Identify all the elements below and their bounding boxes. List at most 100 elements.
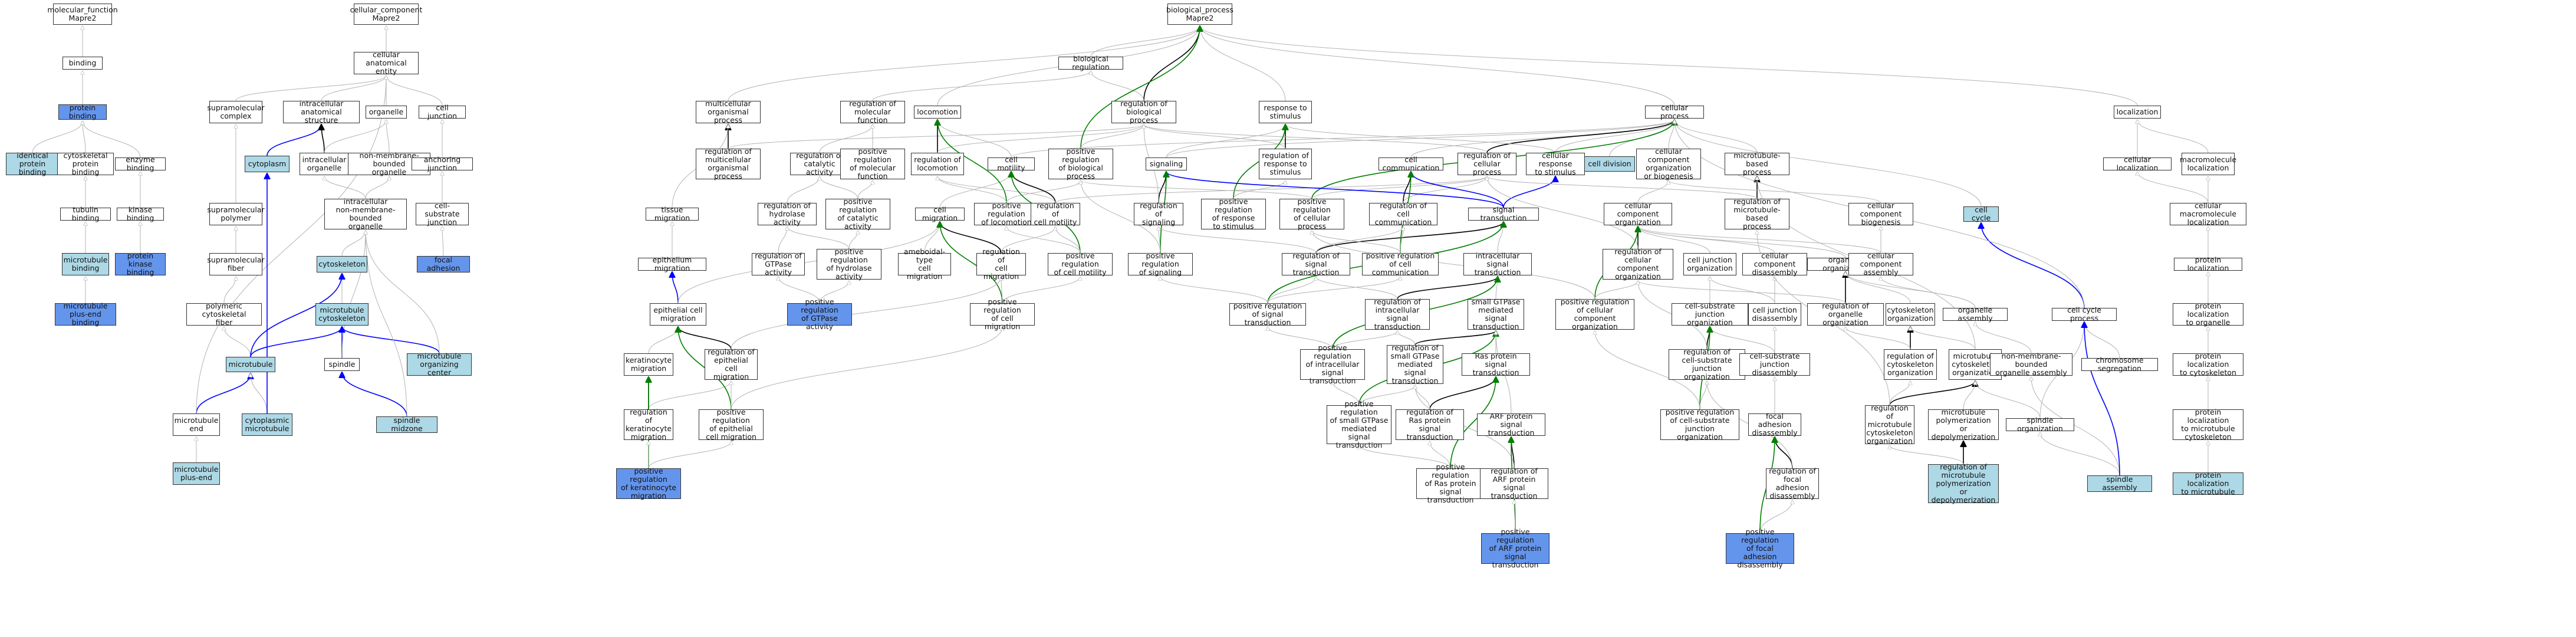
node-microtubule-cytoskeleton: microtubule cytoskeleton (315, 303, 369, 326)
edge-signal_transduction-to-cellular_response_to_stimulus (1503, 176, 1555, 208)
edge-microtubule_end-to-cellular_anatomical_entity (196, 75, 386, 414)
node-cell-substrate-junction: cell-substrate junction (416, 202, 469, 226)
edge-pos_reg_biological_process-to-bp (1080, 26, 1200, 149)
edge-regulation_of_signal_transduction-to-signal_transduction (1315, 222, 1504, 254)
edge-enzyme_binding-to-protein_binding (83, 121, 141, 158)
node-supramolecular-complex: supramolecular complex (207, 101, 265, 123)
edge-cell_cycle-to-cellular_process (1674, 120, 1982, 207)
edge-pos_reg_hydrolase_activity-to-regulation_of_hydrolase_activity (787, 226, 850, 249)
edge-spindle_assembly-to-spindle_organization (2040, 432, 2120, 476)
node-pos-reg-cell-motility: positive regulation of cell motility (1048, 252, 1113, 277)
edge-pos_reg_hydrolase_activity-to-pos_reg_catalytic_activity (848, 231, 858, 249)
edge-epithelial_cell_migration-to-epithelium_migration (672, 272, 679, 304)
edge-spindle_assembly-to-nmb_organelle_assembly (2031, 377, 2120, 476)
node-cellular-macromolecule-localization: cellular macromolecule localization (2170, 202, 2246, 226)
edge-reg_intracellular_signal_transduction-to-intracellular_signal_transduction (1397, 277, 1498, 300)
edge-regulation_of_locomotion-to-regulation_of_biological_process (937, 124, 1144, 153)
edge-microtubule-to-cytoskeleton (250, 274, 342, 357)
edge-intracellular_organelle-to-intracellular_anatomical_structure (321, 124, 325, 153)
node-pos-reg-signal-transduction: positive regulation of signal transducti… (1229, 302, 1306, 327)
node-pos-reg-biological-process: positive regulation of biological proces… (1048, 147, 1113, 180)
edge-cellular_component_assembly-to-cellular_component_organization (1638, 226, 1881, 254)
edge-pos_reg_response_to_stimulus-to-regulation_of_response_to_stimulus (1233, 180, 1285, 199)
node-focal-adhesion: focal adhesion (417, 256, 470, 272)
edge-regulation_of_biological_process-to-biological_regulation (1091, 71, 1144, 101)
node-spindle-organization: spindle organization (2006, 416, 2074, 433)
node-regulation-of-cell-motility: regulation of cell motility (1031, 202, 1080, 226)
edge-spindle_midzone-to-intracellular_nmb_organelle (366, 231, 407, 417)
edge-pos_reg_intracellular_signal_transduction-to-reg_intracellular_signal_transduction (1332, 331, 1397, 350)
node-intracellular-anatomical-structure: intracellular anatomical structure (283, 100, 360, 124)
node-small-gtpase-mediated-signal-transduction: small GTPase mediated signal transductio… (1468, 298, 1524, 331)
node-microtubule-end: microtubule end (173, 413, 220, 436)
node-signaling: signaling (1146, 157, 1187, 170)
node-regulation-of-biological-process: regulation of biological process (1111, 100, 1176, 124)
node-cell-motility: cell motility (988, 156, 1035, 172)
edge-pos_reg_biological_process-to-regulation_of_biological_process (1080, 124, 1144, 149)
edge-pos_reg_cellular_process-to-regulation_of_cellular_process (1311, 176, 1487, 199)
node-organelle: organelle (366, 106, 407, 119)
node-cytoskeleton-organization: cytoskeleton organization (1886, 303, 1935, 326)
node-reg-arf-protein-signal-transduction: regulation of ARF protein signal transdu… (1480, 467, 1548, 500)
edge-regulation_of_signal_transduction-to-regulation_of_cell_communication (1315, 226, 1403, 254)
node-tubulin-binding: tubulin binding (60, 206, 111, 222)
node-cell-communication: cell communication (1379, 156, 1443, 172)
node-pos-reg-gtpase-activity: positive regulation of GTPase activity (787, 298, 852, 331)
node-pos-reg-cell-migration: positive regulation of cell migration (970, 298, 1035, 331)
node-protein-localization-to-microtubule: protein localization to microtubule (2173, 471, 2243, 496)
node-pos-reg-cell-substrate-junction-organization: positive regulation of cell-substrate ju… (1660, 408, 1739, 441)
node-chromosome-segregation: chromosome segregation (2081, 356, 2158, 373)
edge-reg_microtubule_polymerization_or_depolymerization-to-reg_microtubule_cytoskeleton_organization (1890, 445, 1964, 465)
edge-spindle_organization-to-microtubule_cytoskeleton_organization (1975, 381, 2041, 419)
edge-intracellular_nmb_organelle-to-non_membrane_bounded_organelle (365, 176, 389, 199)
edge-cell_junction_disassembly-to-cell_junction_organization (1710, 277, 1775, 304)
edge-cellular_response_to_stimulus-to-response_to_stimulus (1285, 124, 1556, 153)
edge-microtubule-to-polymeric_cytoskeletal_fiber (224, 327, 251, 357)
edge-cell_cycle_process-to-cell_cycle (1981, 223, 2085, 308)
node-keratinocyte-migration: keratinocyte migration (624, 353, 673, 376)
edge-regulation_of_cell_communication-to-regulation_of_cellular_process (1403, 176, 1487, 203)
edge-chromosome_segregation-to-cell_cycle_process (2084, 322, 2120, 359)
edge-intracellular_nmb_organelle-to-intracellular_organelle (324, 176, 366, 199)
edge-pos_reg_ras_protein_signal_transduction-to-ras_protein_signal_transduction (1450, 377, 1496, 469)
edge-cell_junction-to-cellular_anatomical_entity (386, 75, 443, 106)
edge-cytoskeleton-to-intracellular_nmb_organelle (341, 231, 366, 257)
node-cytoplasmic-microtubule: cytoplasmic microtubule (242, 413, 292, 436)
node-pos-reg-small-gtpase-mediated-signal-transduction: positive regulation of small GTPase medi… (1327, 400, 1391, 449)
edge-pos_reg_focal_adhesion_disassembly-to-reg_focal_adhesion_disassembly (1759, 500, 1792, 534)
node-enzyme-binding: enzyme binding (115, 156, 166, 172)
edge-microtubule_end-to-microtubule (196, 373, 251, 414)
node-epithelium-migration: epithelium migration (638, 256, 706, 272)
edge-reg_intracellular_signal_transduction-to-regulation_of_signal_transduction (1316, 277, 1398, 300)
edge-cytoplasmic_microtubule-to-microtubule (251, 373, 268, 414)
node-pos-reg-locomotion: positive regulation of locomotion (974, 202, 1039, 226)
node-kinase-binding: kinase binding (117, 206, 164, 222)
edge-multicellular_organismal_process-to-bp (728, 26, 1200, 101)
edge-pos_reg_ras_protein_signal_transduction-to-reg_ras_protein_signal_transduction (1430, 441, 1451, 469)
node-cellular-component-organization: cellular component organization (1604, 202, 1672, 226)
edge-signaling-to-response_to_stimulus (1166, 124, 1285, 158)
edge-cellular_response_to_stimulus-to-cellular_process (1555, 120, 1674, 153)
node-supramolecular-polymer: supramolecular polymer (207, 203, 265, 225)
node-regulation-of-signaling: regulation of signaling (1134, 202, 1183, 226)
node-cell-cycle: cell cycle (1963, 206, 1999, 222)
edge-pos_reg_cellular_process-to-pos_reg_biological_process (1081, 180, 1312, 199)
edge-regulation_of_cell_motility-to-regulation_of_cellular_process (1055, 176, 1487, 203)
node-regulation-of-catalytic-activity: regulation of catalytic activity (790, 152, 849, 176)
edge-pos_reg_signal_transduction-to-regulation_of_signal_transduction (1267, 277, 1316, 304)
edge-polymeric_cytoskeletal_fiber-to-supramolecular_fiber (223, 277, 236, 304)
node-protein-kinase-binding: protein kinase binding (115, 252, 166, 277)
node-biological-regulation: biological regulation (1058, 55, 1123, 71)
node-protein-localization-to-microtubule-cytoskeleton: protein localization to microtubule cyto… (2173, 408, 2243, 441)
edge-regulation_of_cell_migration-to-regulation_of_cell_motility (1001, 226, 1055, 254)
node-regulation-of-gtpase-activity: regulation of GTPase activity (752, 252, 805, 277)
edge-identical_protein_binding-to-protein_binding (32, 121, 83, 153)
node-reg-cell-substrate-junction-organization: regulation of cell-substrate junction or… (1669, 348, 1745, 381)
node-regulation-of-cell-communication: regulation of cell communication (1369, 202, 1437, 226)
edge-regulation_of_cellular_process-to-regulation_of_biological_process (1144, 124, 1488, 153)
edge-pos_reg_signal_transduction-to-pos_reg_signaling (1160, 277, 1268, 304)
node-microtubule-organizing-center: microtubule organizing center (407, 352, 472, 377)
edge-intracellular_anatomical_structure-to-cellular_anatomical_entity (321, 75, 386, 101)
node-cellular-component-assembly: cellular component assembly (1848, 252, 1913, 277)
